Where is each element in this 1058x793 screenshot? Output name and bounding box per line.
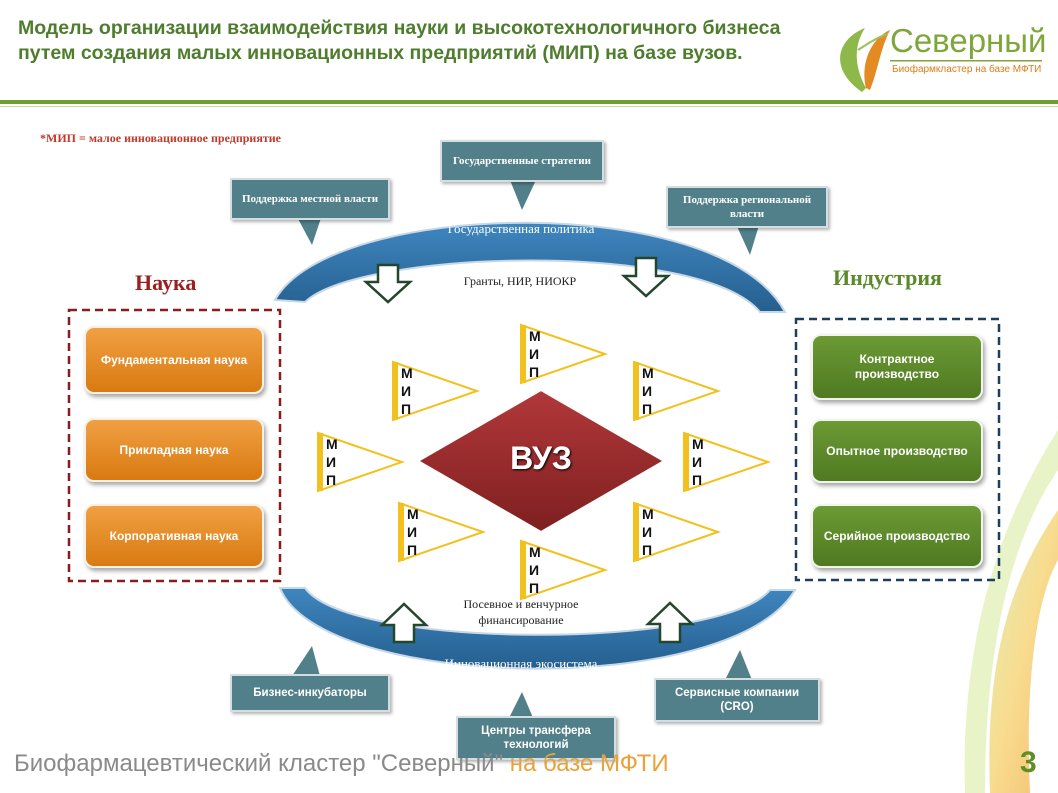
mip-letter: П (407, 542, 417, 558)
vuz-label: ВУЗ (510, 440, 572, 476)
mip-letter: М (529, 544, 541, 560)
page-number: 3 (1020, 746, 1037, 779)
mip-bar (399, 503, 404, 561)
top-band-arc (273, 221, 787, 313)
mip-letter: И (692, 454, 702, 470)
bottom-band-arc (278, 587, 797, 670)
mip-letter: И (642, 524, 652, 540)
callout-local-support: Поддержка местной власти (230, 178, 390, 220)
mip-letter: П (692, 472, 702, 488)
science-item-fundamental: Фундаментальная наука (84, 326, 264, 394)
mip-letter: М (692, 436, 704, 452)
mip-letter: М (529, 328, 541, 344)
mip-letter: П (642, 401, 652, 417)
mip-letter: И (407, 524, 417, 540)
mip-marker: МИП (633, 360, 722, 422)
industry-item-contract: Контрактное производство (811, 334, 983, 400)
science-item-applied: Прикладная наука (84, 418, 264, 482)
mip-marker: МИП (392, 360, 481, 422)
mip-marker: МИП (317, 431, 406, 493)
grants-text: Гранты, НИР, НИОКР (463, 274, 577, 288)
mip-marker: МИП (633, 501, 722, 563)
callout-pointer-top-right (735, 222, 760, 255)
logo-underline (890, 60, 1042, 62)
industry-item-pilot: Опытное производство (811, 419, 983, 483)
vuz-diamond (415, 388, 667, 534)
logo-subtitle: Биофармкластер на базе МФТИ (892, 64, 1042, 75)
decor-swoosh (989, 510, 1058, 793)
mip-letter: М (401, 365, 413, 381)
logo-leaf-icon (840, 28, 890, 92)
page-title: Модель организации взаимодействия науки … (18, 17, 781, 64)
mip-marker: МИП (683, 431, 772, 493)
arrow-up-icon (378, 601, 696, 644)
callout-pointer-bottom-right (725, 650, 752, 680)
mip-bar (393, 362, 398, 420)
arrow-down-icon (362, 256, 672, 304)
header-line-thin (0, 106, 1058, 107)
mip-marker: МИП (520, 323, 609, 385)
mip-letter: И (326, 454, 336, 470)
mip-letter: П (642, 542, 652, 558)
callout-regional-support: Поддержка региональной власти (666, 186, 828, 228)
callout-pointer-top-left (296, 215, 322, 245)
science-dashed-box (67, 308, 282, 583)
mip-bar (684, 433, 689, 491)
mip-bar (521, 541, 526, 599)
logo-name: Северный (890, 22, 1047, 59)
mip-marker: МИП (398, 501, 487, 563)
mip-letter: М (642, 365, 654, 381)
industry-header: Индустрия (833, 265, 942, 290)
mip-bar (634, 362, 639, 420)
industry-dashed-box (794, 317, 1001, 582)
callout-pointer-top-mid (510, 180, 536, 210)
callout-pointer-bottom-mid (508, 692, 534, 720)
footer-text: Биофармацевтический кластер "Северный" н… (14, 750, 669, 778)
mip-letter: М (407, 506, 419, 522)
footer-part2: на базе МФТИ (509, 750, 669, 777)
mip-letter: П (326, 472, 336, 488)
callout-state-strategies: Государственные стратегии (440, 140, 604, 182)
footer-part1: Биофармацевтический кластер "Северный" (14, 750, 504, 777)
mip-letter: И (529, 562, 539, 578)
callout-cro: Сервисные компании (CRO) (654, 678, 820, 722)
decor-swoosh-2 (964, 430, 1058, 793)
callout-business-incubators: Бизнес-инкубаторы (230, 674, 390, 712)
header-line (0, 100, 1058, 104)
mip-footnote: *МИП = малое инновационное предприятие (40, 131, 281, 145)
mip-bar (318, 433, 323, 491)
top-band-label: Государственная политика (447, 221, 595, 236)
mip-bar (521, 325, 526, 383)
mip-letter: П (401, 401, 411, 417)
mip-letter: И (401, 383, 411, 399)
mip-letter: М (326, 436, 338, 452)
bottom-band-label: Инновационная экосистема (444, 656, 598, 671)
mip-letter: И (529, 346, 539, 362)
mip-marker: МИП (520, 539, 609, 601)
science-header: Наука (135, 270, 197, 295)
mip-letter: П (529, 364, 539, 380)
callout-pointer-bottom-left (292, 646, 320, 676)
mip-letter: М (642, 506, 654, 522)
science-item-corporate: Корпоративная наука (84, 504, 264, 568)
callout-tech-transfer: Центры трансфера технологий (456, 716, 616, 760)
mip-letter: И (642, 383, 652, 399)
industry-item-serial: Серийное производство (811, 504, 983, 568)
mip-letter: П (529, 580, 539, 596)
funding-text: Посевное и венчурное финансирование (463, 597, 579, 627)
mip-bar (634, 503, 639, 561)
